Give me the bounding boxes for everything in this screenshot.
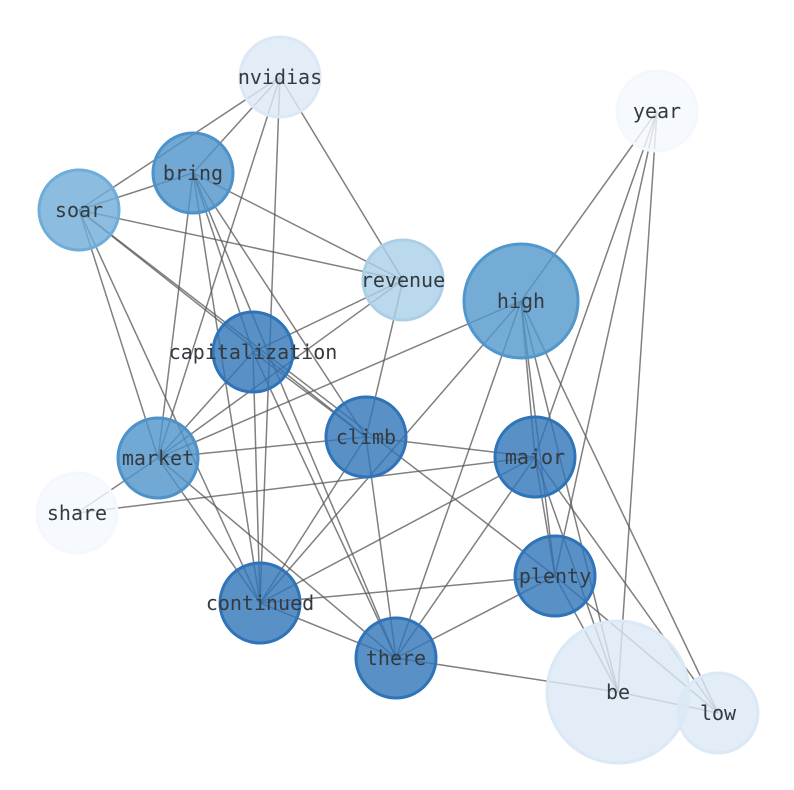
node-nvidias[interactable]: nvidias [238,35,322,119]
node-label: nvidias [238,65,322,89]
node-label: be [606,680,630,704]
node-label: major [505,445,565,469]
edge-soar-continued [78,209,261,604]
node-label: soar [55,198,103,222]
node-label: high [497,289,545,313]
node-circle [361,238,445,322]
node-label: climb [336,425,396,449]
node-label: market [122,446,194,470]
node-major[interactable]: major [493,415,577,499]
node-circle [615,69,699,153]
edge-high-market [157,300,522,459]
node-share[interactable]: share [35,471,119,555]
edge-high-low [520,300,719,714]
edge-soar-revenue [78,209,404,281]
node-climb[interactable]: climb [324,395,408,479]
node-circle [116,416,200,500]
node-continued[interactable]: continued [206,561,314,645]
edge-bring-there [192,172,397,659]
nodes-layer: nvidias year bring soar revenue high capitaliz… [35,35,760,765]
edge-bring-market [157,172,194,459]
node-circle [513,534,597,618]
node-circle [676,671,760,755]
node-bring[interactable]: bring [151,131,235,215]
edge-plenty-continued [259,575,556,604]
node-label: continued [206,591,314,615]
node-soar[interactable]: soar [37,168,121,252]
node-circle [211,310,295,394]
node-circle [238,35,322,119]
node-be[interactable]: be [545,619,691,765]
node-year[interactable]: year [615,69,699,153]
node-capitalization[interactable]: capitalization [169,310,338,394]
node-plenty[interactable]: plenty [513,534,597,618]
node-low[interactable]: low [676,671,760,755]
node-circle [218,561,302,645]
node-market[interactable]: market [116,416,200,500]
edge-nvidias-market [157,76,281,459]
edge-major-continued [259,456,536,604]
node-label: plenty [519,564,591,588]
node-label: revenue [361,268,445,292]
edge-capitalization-there [252,351,397,659]
edge-high-there [395,300,522,659]
node-there[interactable]: there [354,616,438,700]
edge-soar-market [78,209,159,459]
node-label: low [700,701,737,725]
node-label: share [47,501,107,525]
edge-market-there [157,457,397,659]
node-circle [37,168,121,252]
node-label: capitalization [169,340,338,364]
node-circle [462,242,580,360]
edge-major-share [76,456,536,514]
node-circle [151,131,235,215]
node-circle [324,395,408,479]
node-label: there [366,646,426,670]
edge-be-year [617,110,658,693]
edge-soar-plenty [78,209,556,577]
edge-soar-climb [78,209,367,438]
node-label: bring [163,161,223,185]
node-circle [354,616,438,700]
node-circle [493,415,577,499]
node-label: year [633,99,681,123]
edge-bring-climb [192,172,367,438]
edge-capitalization-continued [252,351,261,604]
node-high[interactable]: high [462,242,580,360]
edge-major-year [534,110,658,458]
node-revenue[interactable]: revenue [361,238,445,322]
edge-major-low [534,456,719,714]
node-circle [35,471,119,555]
edge-plenty-year [554,110,658,577]
edge-bring-continued [192,172,261,604]
